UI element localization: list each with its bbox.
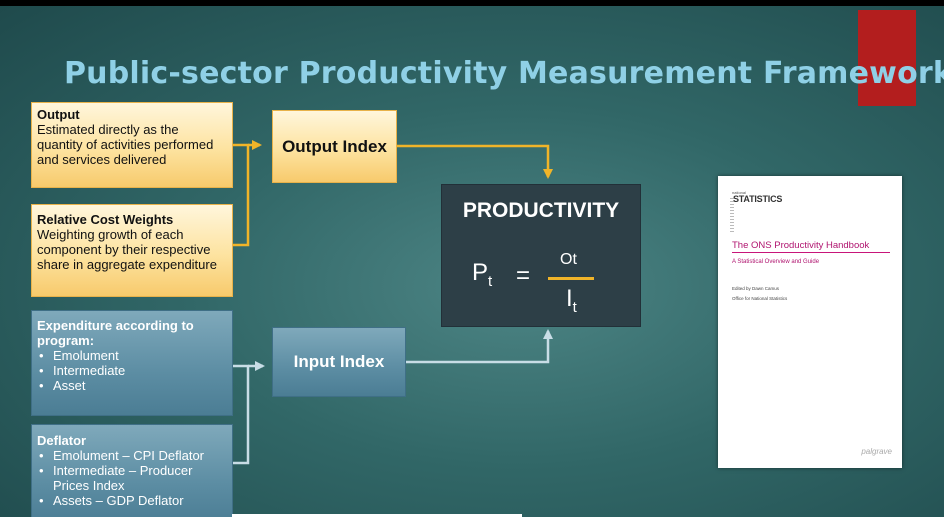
output-index-label: Output Index [282,136,387,156]
stats-logo-stripes [730,198,734,234]
expenditure-item: Intermediate [37,363,227,378]
formula-p-subscript: t [488,272,493,290]
expenditure-list: Emolument Intermediate Asset [37,348,227,393]
expenditure-box-title: Expenditure according to program: [37,318,194,348]
top-border [0,0,944,6]
productivity-box: PRODUCTIVITY Pt = Ot It [441,184,641,327]
bottom-white-bar [232,514,522,517]
slide-title: Public-sector Productivity Measurement F… [64,56,944,91]
deflator-list: Emolument – CPI Deflator Intermediate – … [37,448,227,508]
productivity-title: PRODUCTIVITY [462,199,620,222]
weights-box-text: Weighting growth of each component by th… [37,227,217,272]
stats-logo-small: national [732,190,747,195]
expenditure-item: Emolument [37,348,227,363]
slide: Public-sector Productivity Measurement F… [0,6,944,517]
formula-lhs: Pt [472,259,492,290]
formula-i-subscript: t [572,298,577,316]
output-box: Output Estimated directly as the quantit… [31,102,233,188]
publisher-logo: palgrave [861,447,892,456]
expenditure-box: Expenditure according to program: Emolum… [31,310,233,416]
book-office: Office for National Statistics [732,296,788,301]
expenditure-item: Asset [37,378,227,393]
relative-cost-weights-box: Relative Cost Weights Weighting growth o… [31,204,233,297]
red-accent-tab [858,10,916,106]
deflator-box: Deflator Emolument – CPI Deflator Interm… [31,424,233,517]
output-box-title: Output [37,107,80,122]
book-editor: Edited by Dawn Camus [732,286,780,291]
ons-handbook-cover: national STATISTICS The ONS Productivity… [718,176,902,468]
formula-i: I [566,285,573,312]
stats-logo: STATISTICS [733,194,783,204]
book-title: The ONS Productivity Handbook [732,240,870,251]
book-title-rule [732,252,890,253]
formula-denominator: It [566,285,577,316]
output-box-text: Estimated directly as the quantity of ac… [37,122,214,167]
formula-equals: = [516,262,531,289]
deflator-box-title: Deflator [37,433,87,448]
input-index-box: Input Index [272,327,406,397]
formula-numerator: Ot [560,251,577,268]
connector-arrows [233,140,553,465]
weights-box-title: Relative Cost Weights [37,212,174,227]
input-index-label: Input Index [293,352,385,371]
deflator-item: Assets – GDP Deflator [37,493,227,508]
deflator-item: Emolument – CPI Deflator [37,448,227,463]
input-connector [233,329,553,465]
deflator-item: Intermediate – Producer Prices Index [37,463,227,493]
output-index-box: Output Index [272,110,397,183]
output-connector [233,140,553,247]
book-subtitle: A Statistical Overview and Guide [732,259,820,265]
fraction-bar [548,277,594,280]
formula-p: P [472,259,489,286]
